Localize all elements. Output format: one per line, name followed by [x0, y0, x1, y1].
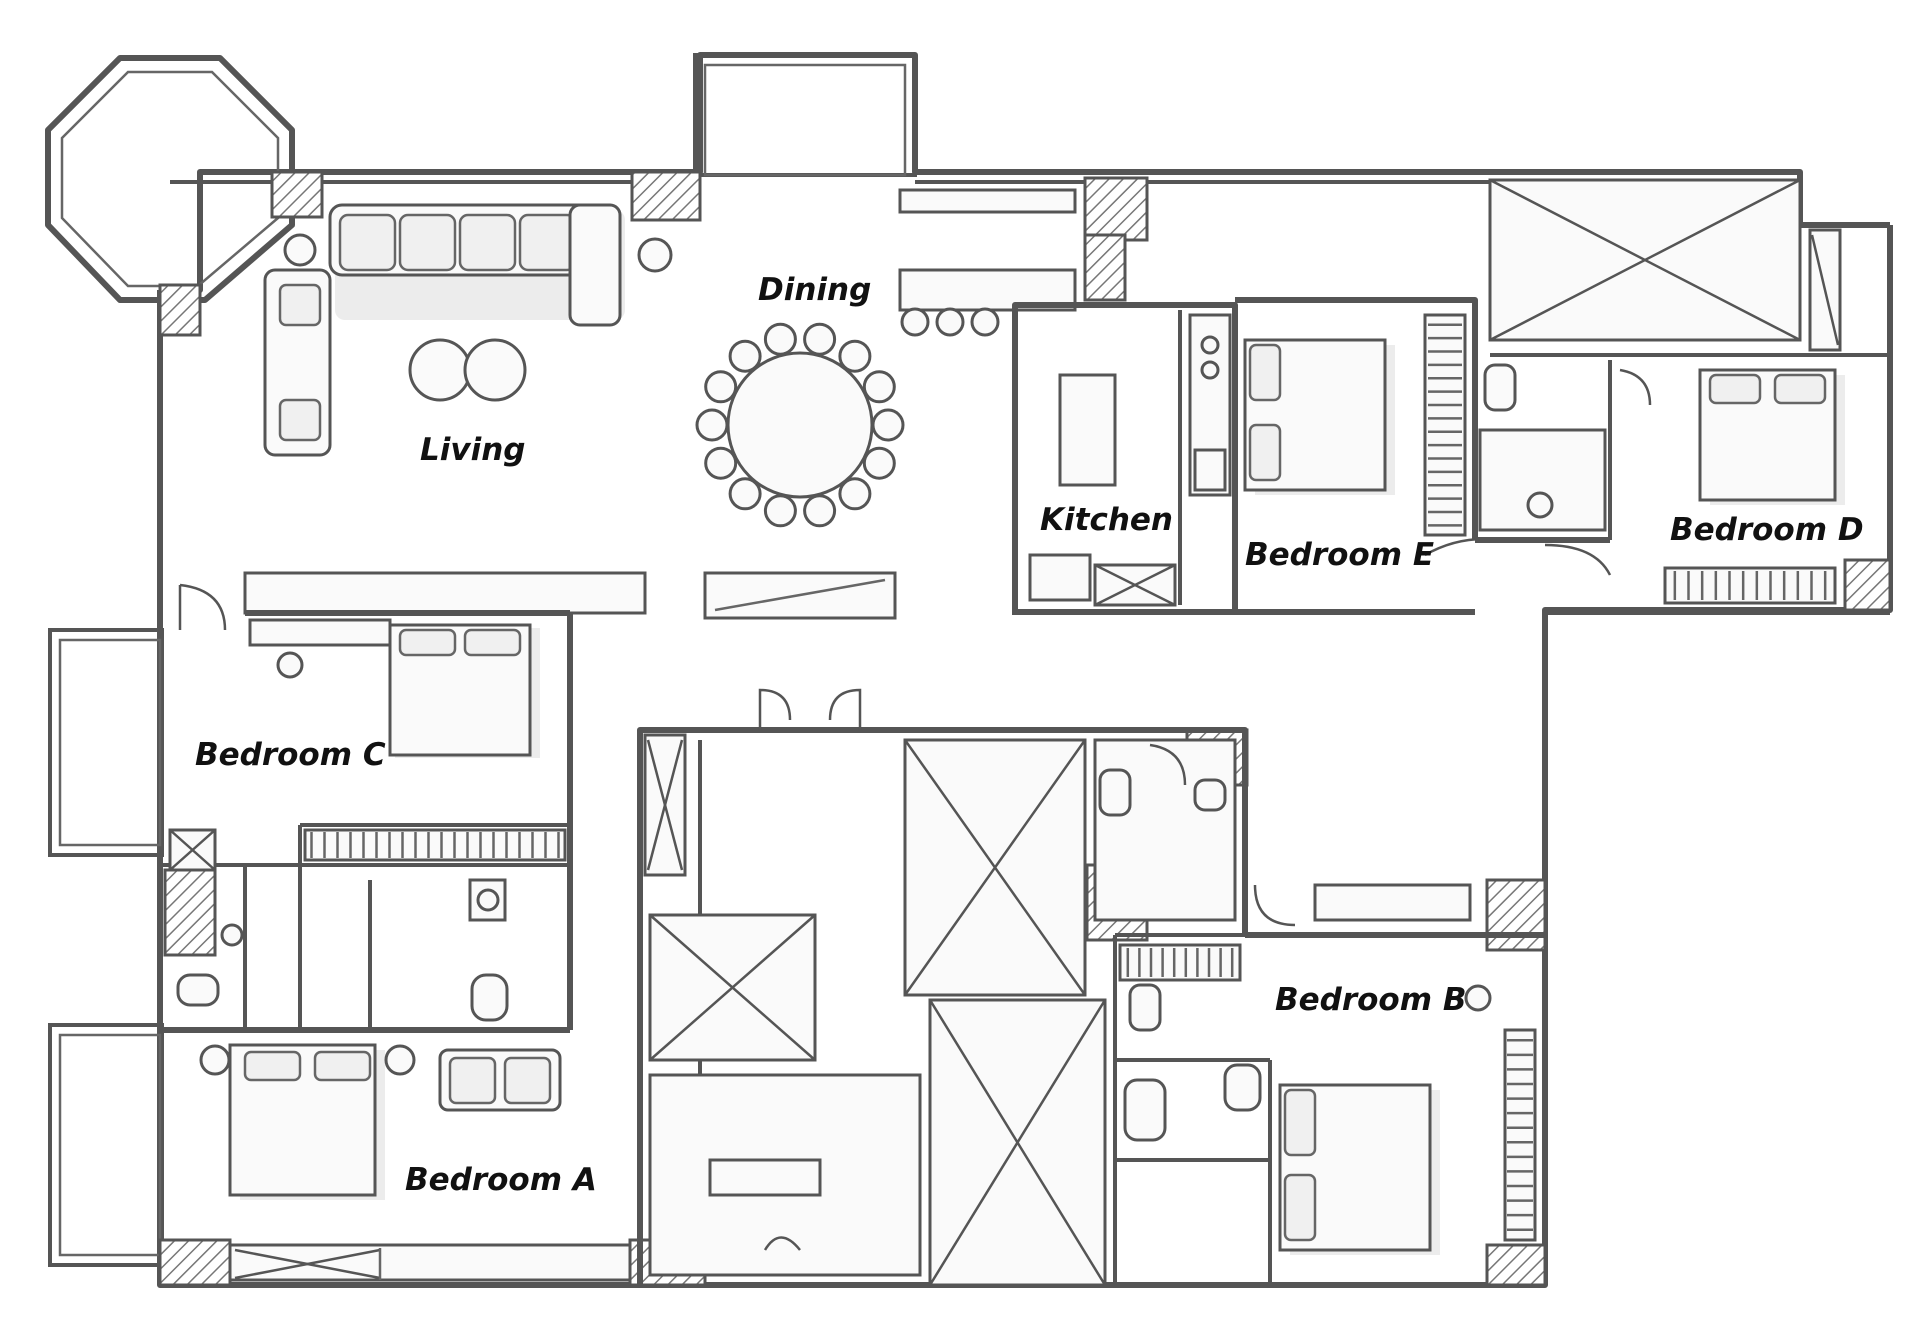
dining-area — [695, 188, 1077, 620]
dining-chair — [728, 477, 762, 511]
dining-chair — [838, 339, 872, 373]
label-living: Living — [420, 432, 525, 468]
bedroom-a-furniture — [199, 1043, 632, 1282]
dining-chair — [862, 446, 896, 480]
dining-chair — [695, 408, 729, 442]
room-labels: Living Dining Kitchen Bedroom E Bedroom … — [195, 272, 1864, 1198]
label-bedroom-e: Bedroom E — [1245, 537, 1434, 573]
label-bedroom-a: Bedroom A — [405, 1162, 597, 1198]
bedroom-e-area — [1235, 297, 1612, 615]
left-bathrooms — [168, 828, 509, 1030]
label-kitchen: Kitchen — [1040, 502, 1173, 538]
dining-chair — [803, 322, 837, 356]
label-dining: Dining — [758, 272, 871, 308]
octagonal-bay-window — [45, 55, 295, 303]
label-bedroom-d: Bedroom D — [1670, 512, 1864, 548]
center-bathroom — [1093, 738, 1237, 922]
label-bedroom-c: Bedroom C — [195, 737, 386, 773]
living-area — [263, 203, 673, 457]
bedroom-b-area — [1113, 883, 1545, 1285]
service-core — [637, 688, 1248, 1287]
dining-chair — [704, 446, 738, 480]
kitchen-area — [1012, 302, 1238, 615]
label-bedroom-b: Bedroom B — [1275, 982, 1466, 1018]
dining-chair — [763, 322, 797, 356]
dining-chair — [871, 408, 905, 442]
left-balconies — [48, 628, 164, 1267]
dining-chair — [728, 339, 762, 373]
dining-chair — [862, 370, 896, 404]
top-balcony — [693, 53, 917, 177]
dining-chair — [838, 477, 872, 511]
bedroom-d-area — [1475, 178, 1890, 615]
dining-chair — [763, 494, 797, 528]
dining-chair — [803, 494, 837, 528]
dining-chair — [704, 370, 738, 404]
bedroom-c-walls — [160, 571, 647, 1033]
